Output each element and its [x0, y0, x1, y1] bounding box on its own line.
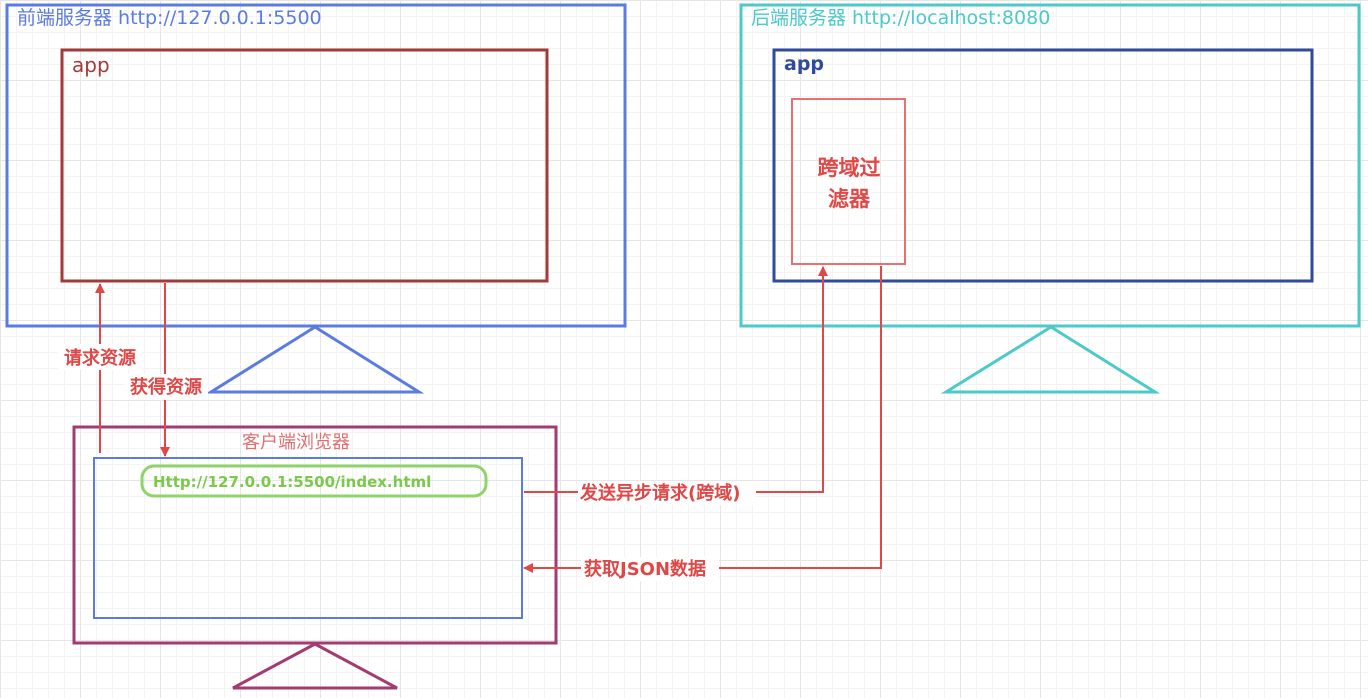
label-bg-send [578, 481, 756, 505]
frontend-app-box [60, 48, 549, 283]
label-get-resource: 获得资源 [130, 376, 202, 398]
label-get-json-data: 获取JSON数据 [584, 558, 706, 580]
frontend-app-label: app [72, 53, 110, 77]
backend-app-label: app [784, 53, 824, 75]
arrow-get-json-data [523, 266, 882, 573]
frontend-server-label: 前端服务器 http://127.0.0.1:5500 [17, 7, 322, 29]
label-bg-json [581, 557, 719, 581]
frontend-server-stand [205, 325, 425, 394]
url-bar-text: Http://127.0.0.1:5500/index.html [153, 473, 431, 491]
label-request-resource: 请求资源 [64, 347, 136, 369]
backend-server-label: 后端服务器 http://localhost:8080 [751, 7, 1050, 29]
browser-viewport-box [93, 457, 523, 619]
url-bar[interactable] [140, 464, 488, 498]
backend-server-stand [940, 325, 1161, 394]
label-bg-get [124, 374, 208, 400]
client-browser-label: 客户端浏览器 [242, 432, 350, 453]
label-bg-request [58, 344, 142, 370]
label-send-async-request: 发送异步请求(跨域) [579, 482, 740, 504]
cors-filter-label-line2: 滤器 [828, 187, 871, 211]
backend-app-box [772, 48, 1314, 283]
client-browser-stand [232, 642, 398, 690]
cors-filter-label-line1: 跨域过 [818, 156, 881, 180]
cors-filter-box [791, 98, 906, 265]
client-browser-box [72, 425, 558, 645]
arrow-send-async-request [524, 266, 828, 493]
